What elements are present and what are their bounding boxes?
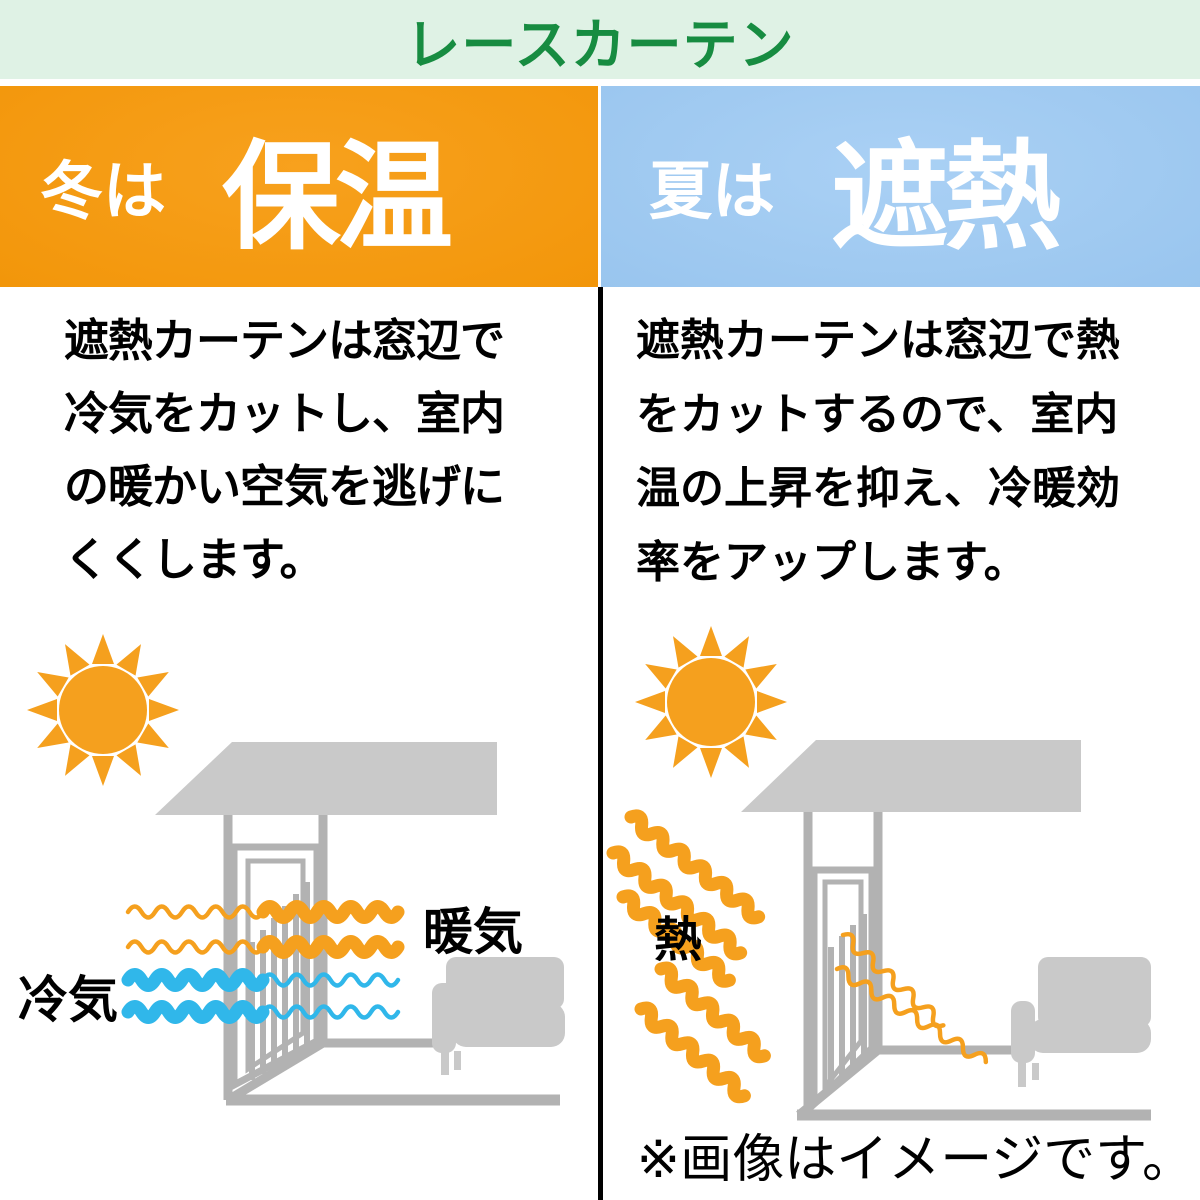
summer-illustration: 熱 xyxy=(606,626,1151,1121)
heat-waves xyxy=(606,809,771,1104)
summer-header-prefix: 夏は xyxy=(649,157,775,227)
sofa xyxy=(1011,957,1151,1087)
roof xyxy=(155,742,497,815)
page-title: レースカーテン xyxy=(405,13,795,76)
summer-header: 夏は 遮熱 xyxy=(601,86,1200,287)
summer-description-line: 遮熱カーテンは窓辺で熱 xyxy=(636,316,1120,365)
summer-description: 遮熱カーテンは窓辺で熱 をカットするので、室内 温の上昇を抑え、冷暖効 率をアッ… xyxy=(636,304,1120,600)
winter-header-keyword: 保温 xyxy=(222,132,453,264)
roof xyxy=(741,740,1081,812)
panel-divider xyxy=(598,287,603,1200)
winter-header: 冬は 保温 xyxy=(0,86,598,287)
window-frame-outer xyxy=(810,866,876,1113)
footer-note: ※画像はイメージです。 xyxy=(636,1131,1194,1189)
summer-description-line: 率をアップします。 xyxy=(636,538,1028,587)
title-bar: レースカーテン xyxy=(0,0,1200,79)
winter-description-line: くくします。 xyxy=(64,534,325,585)
reduced-heat-waves xyxy=(834,931,989,1065)
winter-illustration: 暖気 冷気 xyxy=(18,634,565,1106)
sun-icon xyxy=(27,634,179,786)
winter-header-prefix: 冬は xyxy=(40,157,166,227)
winter-description-line: 遮熱カーテンは窓辺で xyxy=(64,315,505,366)
summer-header-keyword: 遮熱 xyxy=(831,132,1062,264)
house-illustration xyxy=(741,740,1151,1121)
floor-corner xyxy=(796,1046,881,1119)
cold-air-label: 冷気 xyxy=(18,972,118,1028)
warm-air-label: 暖気 xyxy=(423,904,523,960)
warm-air-waves xyxy=(125,900,405,959)
heat-label: 熱 xyxy=(654,914,702,967)
winter-description-line: 冷気をカットし、室内 xyxy=(64,388,505,439)
winter-description: 遮熱カーテンは窓辺で 冷気をカットし、室内 の暖かい空気を逃げに くくします。 xyxy=(64,304,505,596)
floor-corner xyxy=(225,1039,326,1104)
cold-air-waves xyxy=(121,968,401,1024)
summer-description-line: 温の上昇を抑え、冷暖効 xyxy=(636,464,1120,513)
sofa xyxy=(432,957,565,1075)
sun-icon xyxy=(635,626,787,778)
summer-description-line: をカットするので、室内 xyxy=(636,390,1119,439)
window-frame-inner xyxy=(245,858,306,1074)
winter-description-line: の暖かい空気を逃げに xyxy=(64,461,505,512)
